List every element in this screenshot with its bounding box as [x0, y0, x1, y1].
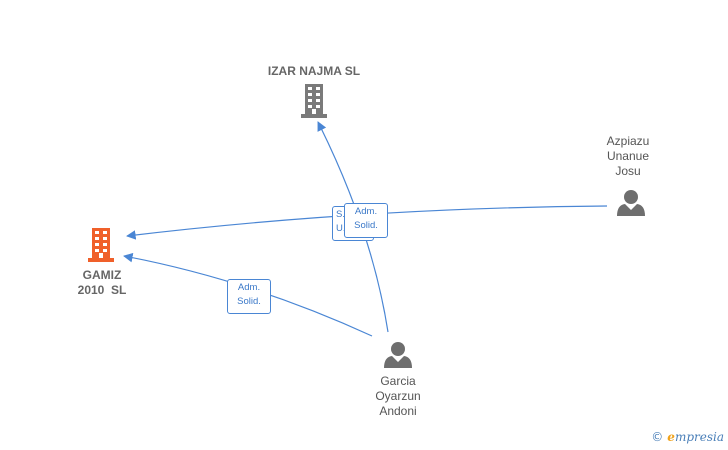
edge-label-line: S... [336, 208, 370, 222]
brand-initial: e [667, 430, 675, 444]
label-line: IZAR NAJMA SL [267, 64, 361, 78]
label-line: Oyarzun [375, 389, 421, 403]
company-label-izar-najma[interactable]: IZAR NAJMA SL [250, 64, 378, 79]
label-line: Unanue [606, 149, 650, 163]
person-label-garcia[interactable]: Garcia Oyarzun Andoni [356, 374, 440, 419]
copyright-symbol: © [651, 430, 664, 444]
label-line: GAMIZ [82, 268, 122, 282]
label-line: Andoni [379, 404, 417, 418]
edge-label-garcia-gamiz[interactable]: Adm. Solid. [227, 279, 271, 314]
building-icon-highlight[interactable] [88, 228, 114, 262]
edge-label-azpiazu-gamiz[interactable]: Adm. Solid. [344, 203, 388, 238]
edge-label-line: Adm. [237, 282, 261, 293]
person-label-azpiazu[interactable]: Azpiazu Unanue Josu [590, 134, 666, 179]
label-line: 2010 SL [77, 283, 127, 297]
edge-label-line: Solid. [354, 220, 378, 231]
label-line: Azpiazu [606, 134, 650, 148]
brand-rest: mpresia [674, 430, 724, 444]
person-icon[interactable] [617, 190, 645, 216]
edge-label-line: Solid. [237, 296, 261, 307]
edge-label-line: Adm. [354, 206, 378, 217]
empresia-watermark: ©empresia [651, 430, 724, 444]
edge-label-line: U... [336, 222, 370, 236]
person-icon[interactable] [384, 342, 412, 368]
building-icon[interactable] [299, 84, 329, 118]
label-line: Josu [615, 164, 641, 178]
label-line: Garcia [380, 374, 416, 388]
company-label-gamiz[interactable]: GAMIZ 2010 SL [60, 268, 144, 298]
